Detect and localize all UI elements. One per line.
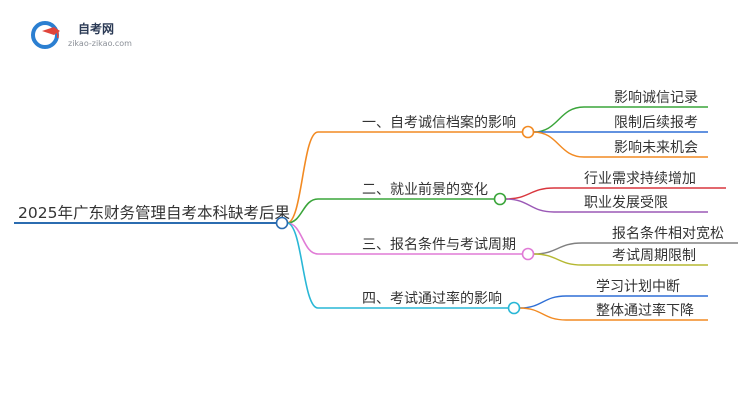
branch-3-child-1-label[interactable]: 报名条件相对宽松 bbox=[612, 225, 724, 242]
branch-2-label[interactable]: 二、就业前景的变化 bbox=[362, 181, 488, 198]
branch-3-label[interactable]: 三、报名条件与考试周期 bbox=[362, 236, 516, 253]
branch-1-child-3-label[interactable]: 影响未来机会 bbox=[614, 140, 698, 156]
branch-3-child-2-label[interactable]: 考试周期限制 bbox=[612, 248, 696, 264]
branch-1-label[interactable]: 一、自考诚信档案的影响 bbox=[362, 114, 516, 131]
branch-2-child-1-label[interactable]: 行业需求持续增加 bbox=[584, 170, 696, 187]
edge-root-branch-4 bbox=[286, 222, 319, 309]
branch-2-toggle[interactable] bbox=[493, 192, 507, 206]
root-toggle[interactable] bbox=[275, 216, 289, 230]
branch-4-toggle[interactable] bbox=[507, 301, 521, 315]
edge-branch-1-child-1 bbox=[533, 106, 585, 133]
site-logo[interactable]: 自考网 zikao-zikao.com bbox=[30, 18, 150, 52]
branch-1-child-1-label[interactable]: 影响诚信记录 bbox=[614, 90, 698, 106]
edge-branch-4-child-1 bbox=[519, 295, 567, 309]
edge-branch-1-child-3 bbox=[533, 131, 585, 158]
edge-branch-3-child-2 bbox=[533, 253, 583, 266]
branch-4-child-1-label[interactable]: 学习计划中断 bbox=[596, 279, 680, 295]
edge-branch-4-child-2 bbox=[519, 307, 567, 321]
branch-1-toggle[interactable] bbox=[521, 125, 535, 139]
edge-root-branch-3 bbox=[286, 222, 319, 255]
branch-3-toggle[interactable] bbox=[521, 247, 535, 261]
logo-url: zikao-zikao.com bbox=[68, 39, 132, 48]
root-node-label[interactable]: 2025年广东财务管理自考本科缺考后果 bbox=[18, 204, 290, 222]
edge-branch-2-child-2 bbox=[505, 198, 555, 213]
branch-4-label[interactable]: 四、考试通过率的影响 bbox=[362, 290, 502, 307]
logo-graphic: 自考网 zikao-zikao.com bbox=[31, 21, 132, 49]
branch-2-child-2-label[interactable]: 职业发展受限 bbox=[584, 195, 668, 211]
edge-root-branch-1 bbox=[286, 131, 319, 224]
graduation-cap-icon bbox=[31, 21, 60, 49]
edge-branch-3-child-1 bbox=[533, 242, 583, 255]
edge-root-branch-2 bbox=[286, 198, 319, 224]
edge-branch-2-child-1 bbox=[505, 187, 555, 200]
logo-name: 自考网 bbox=[78, 21, 114, 36]
branch-1-child-2-label[interactable]: 限制后续报考 bbox=[614, 114, 698, 131]
branch-4-child-2-label[interactable]: 整体通过率下降 bbox=[596, 302, 694, 319]
